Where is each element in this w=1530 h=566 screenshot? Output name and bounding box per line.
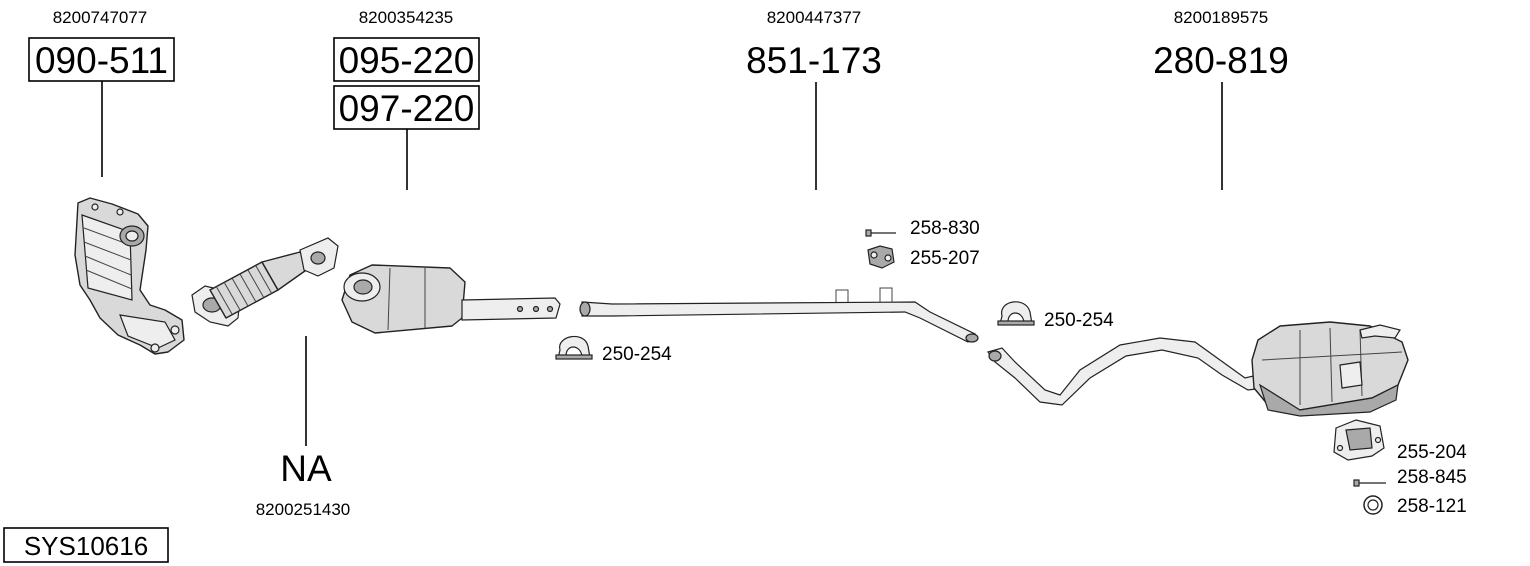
hardware-part-number[interactable]: 258-121 [1397, 496, 1467, 517]
part-number-rear-silencer[interactable]: 280-819 [1153, 40, 1289, 81]
bolt-icon [865, 229, 896, 237]
system-code: SYS10616 [24, 531, 148, 561]
part-number-box [28, 37, 175, 82]
middle-pipe-drawing[interactable] [579, 287, 979, 343]
hardware-part-number[interactable]: 258-845 [1397, 467, 1467, 488]
part-number-middle-pipe[interactable]: 851-173 [746, 40, 882, 81]
rear-silencer-drawing[interactable] [987, 321, 1409, 417]
particulate-filter-drawing[interactable] [341, 264, 561, 334]
clamp-icon [997, 301, 1035, 326]
part-number-particulate-filter-alt[interactable]: 097-220 [339, 88, 475, 129]
oem-number-middle-pipe: 8200447377 [767, 8, 862, 27]
system-code-box [3, 527, 169, 563]
hardware-part-number[interactable]: 250-254 [602, 344, 672, 365]
oem-number-rear-silencer: 8200189575 [1174, 8, 1269, 27]
hardware-part-number[interactable]: 250-254 [1044, 310, 1114, 331]
catalytic-converter-drawing[interactable] [74, 197, 185, 355]
rubber-mount-icon [867, 245, 895, 269]
part-number-box [333, 37, 480, 82]
clamp-icon [555, 335, 593, 360]
hardware-part-number[interactable]: 255-207 [910, 248, 980, 269]
part-number-particulate-filter[interactable]: 095-220 [339, 40, 475, 81]
oem-number-particulate-filter: 8200354235 [359, 8, 454, 27]
bracket-icon [1333, 419, 1385, 461]
part-number-catalytic-converter[interactable]: 090-511 [35, 40, 168, 81]
hardware-part-number[interactable]: 258-830 [910, 218, 980, 239]
part-number-flexible-pipe[interactable]: NA [280, 448, 332, 489]
flexible-pipe-drawing[interactable] [191, 237, 339, 327]
gasket-ring-icon [1363, 495, 1383, 515]
oem-number-catalytic-converter: 8200747077 [53, 8, 148, 27]
oem-number-flexible-pipe: 8200251430 [256, 500, 351, 519]
hardware-part-number[interactable]: 255-204 [1397, 442, 1467, 463]
bolt-icon [1353, 479, 1386, 487]
